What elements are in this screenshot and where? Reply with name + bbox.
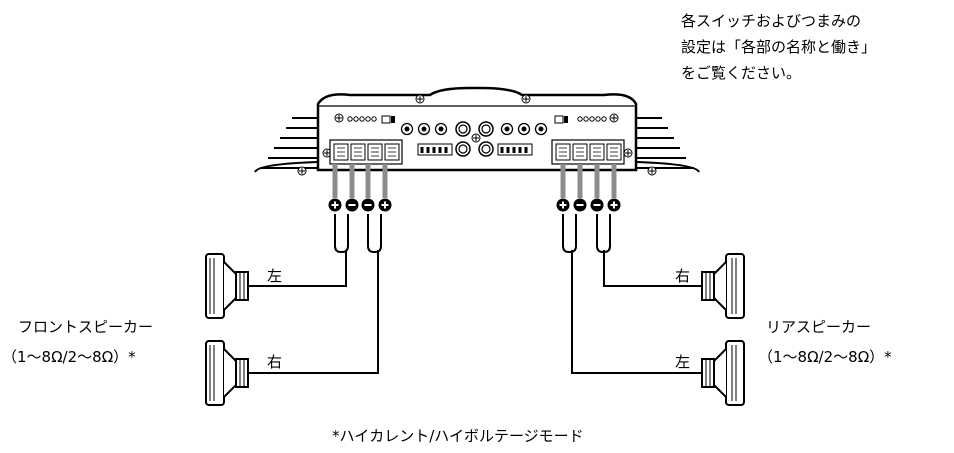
- front-speaker-label: フロントスピーカー: [18, 318, 154, 336]
- dip-switches: [417, 143, 533, 156]
- indicator-leds-left: [347, 115, 395, 124]
- rear-terminal-wires: [560, 164, 617, 198]
- note-line-2: 設定は「各部の名称と働き」: [681, 38, 877, 56]
- note-line-1: 各スイッチおよびつまみの: [681, 12, 862, 30]
- rear-bottom-channel-label: 左: [675, 353, 691, 371]
- rear-right-speaker: [701, 253, 745, 319]
- rear-polarity-marks: [556, 198, 621, 212]
- settings-note: 各スイッチおよびつまみの 設定は「各部の名称と働き」 をご覧ください。: [681, 8, 876, 86]
- front-left-speaker: [205, 253, 249, 319]
- front-speaker-impedance: （1～8Ω/2～8Ω）*: [2, 348, 136, 366]
- front-terminal-wires: [332, 164, 388, 198]
- note-line-3: をご覧ください。: [681, 64, 802, 82]
- front-bottom-channel-label: 右: [267, 353, 283, 371]
- front-speaker-wiring: [246, 214, 382, 374]
- front-polarity-marks: [328, 198, 392, 212]
- rear-left-speaker: [701, 340, 745, 406]
- front-right-speaker: [205, 340, 249, 406]
- rear-speaker-label: リアスピーカー: [766, 318, 872, 336]
- rear-top-channel-label: 右: [675, 267, 691, 285]
- rear-speaker-terminal: [551, 139, 625, 165]
- indicator-leds-right: [554, 115, 607, 124]
- rear-speaker-wiring: [562, 214, 705, 374]
- footnote: *ハイカレント/ハイボルテージモード: [332, 427, 584, 445]
- rear-speaker-impedance: （1～8Ω/2～8Ω）*: [758, 348, 892, 366]
- front-top-channel-label: 左: [267, 267, 283, 285]
- amplifier: [254, 86, 700, 176]
- front-speaker-terminal: [329, 139, 403, 165]
